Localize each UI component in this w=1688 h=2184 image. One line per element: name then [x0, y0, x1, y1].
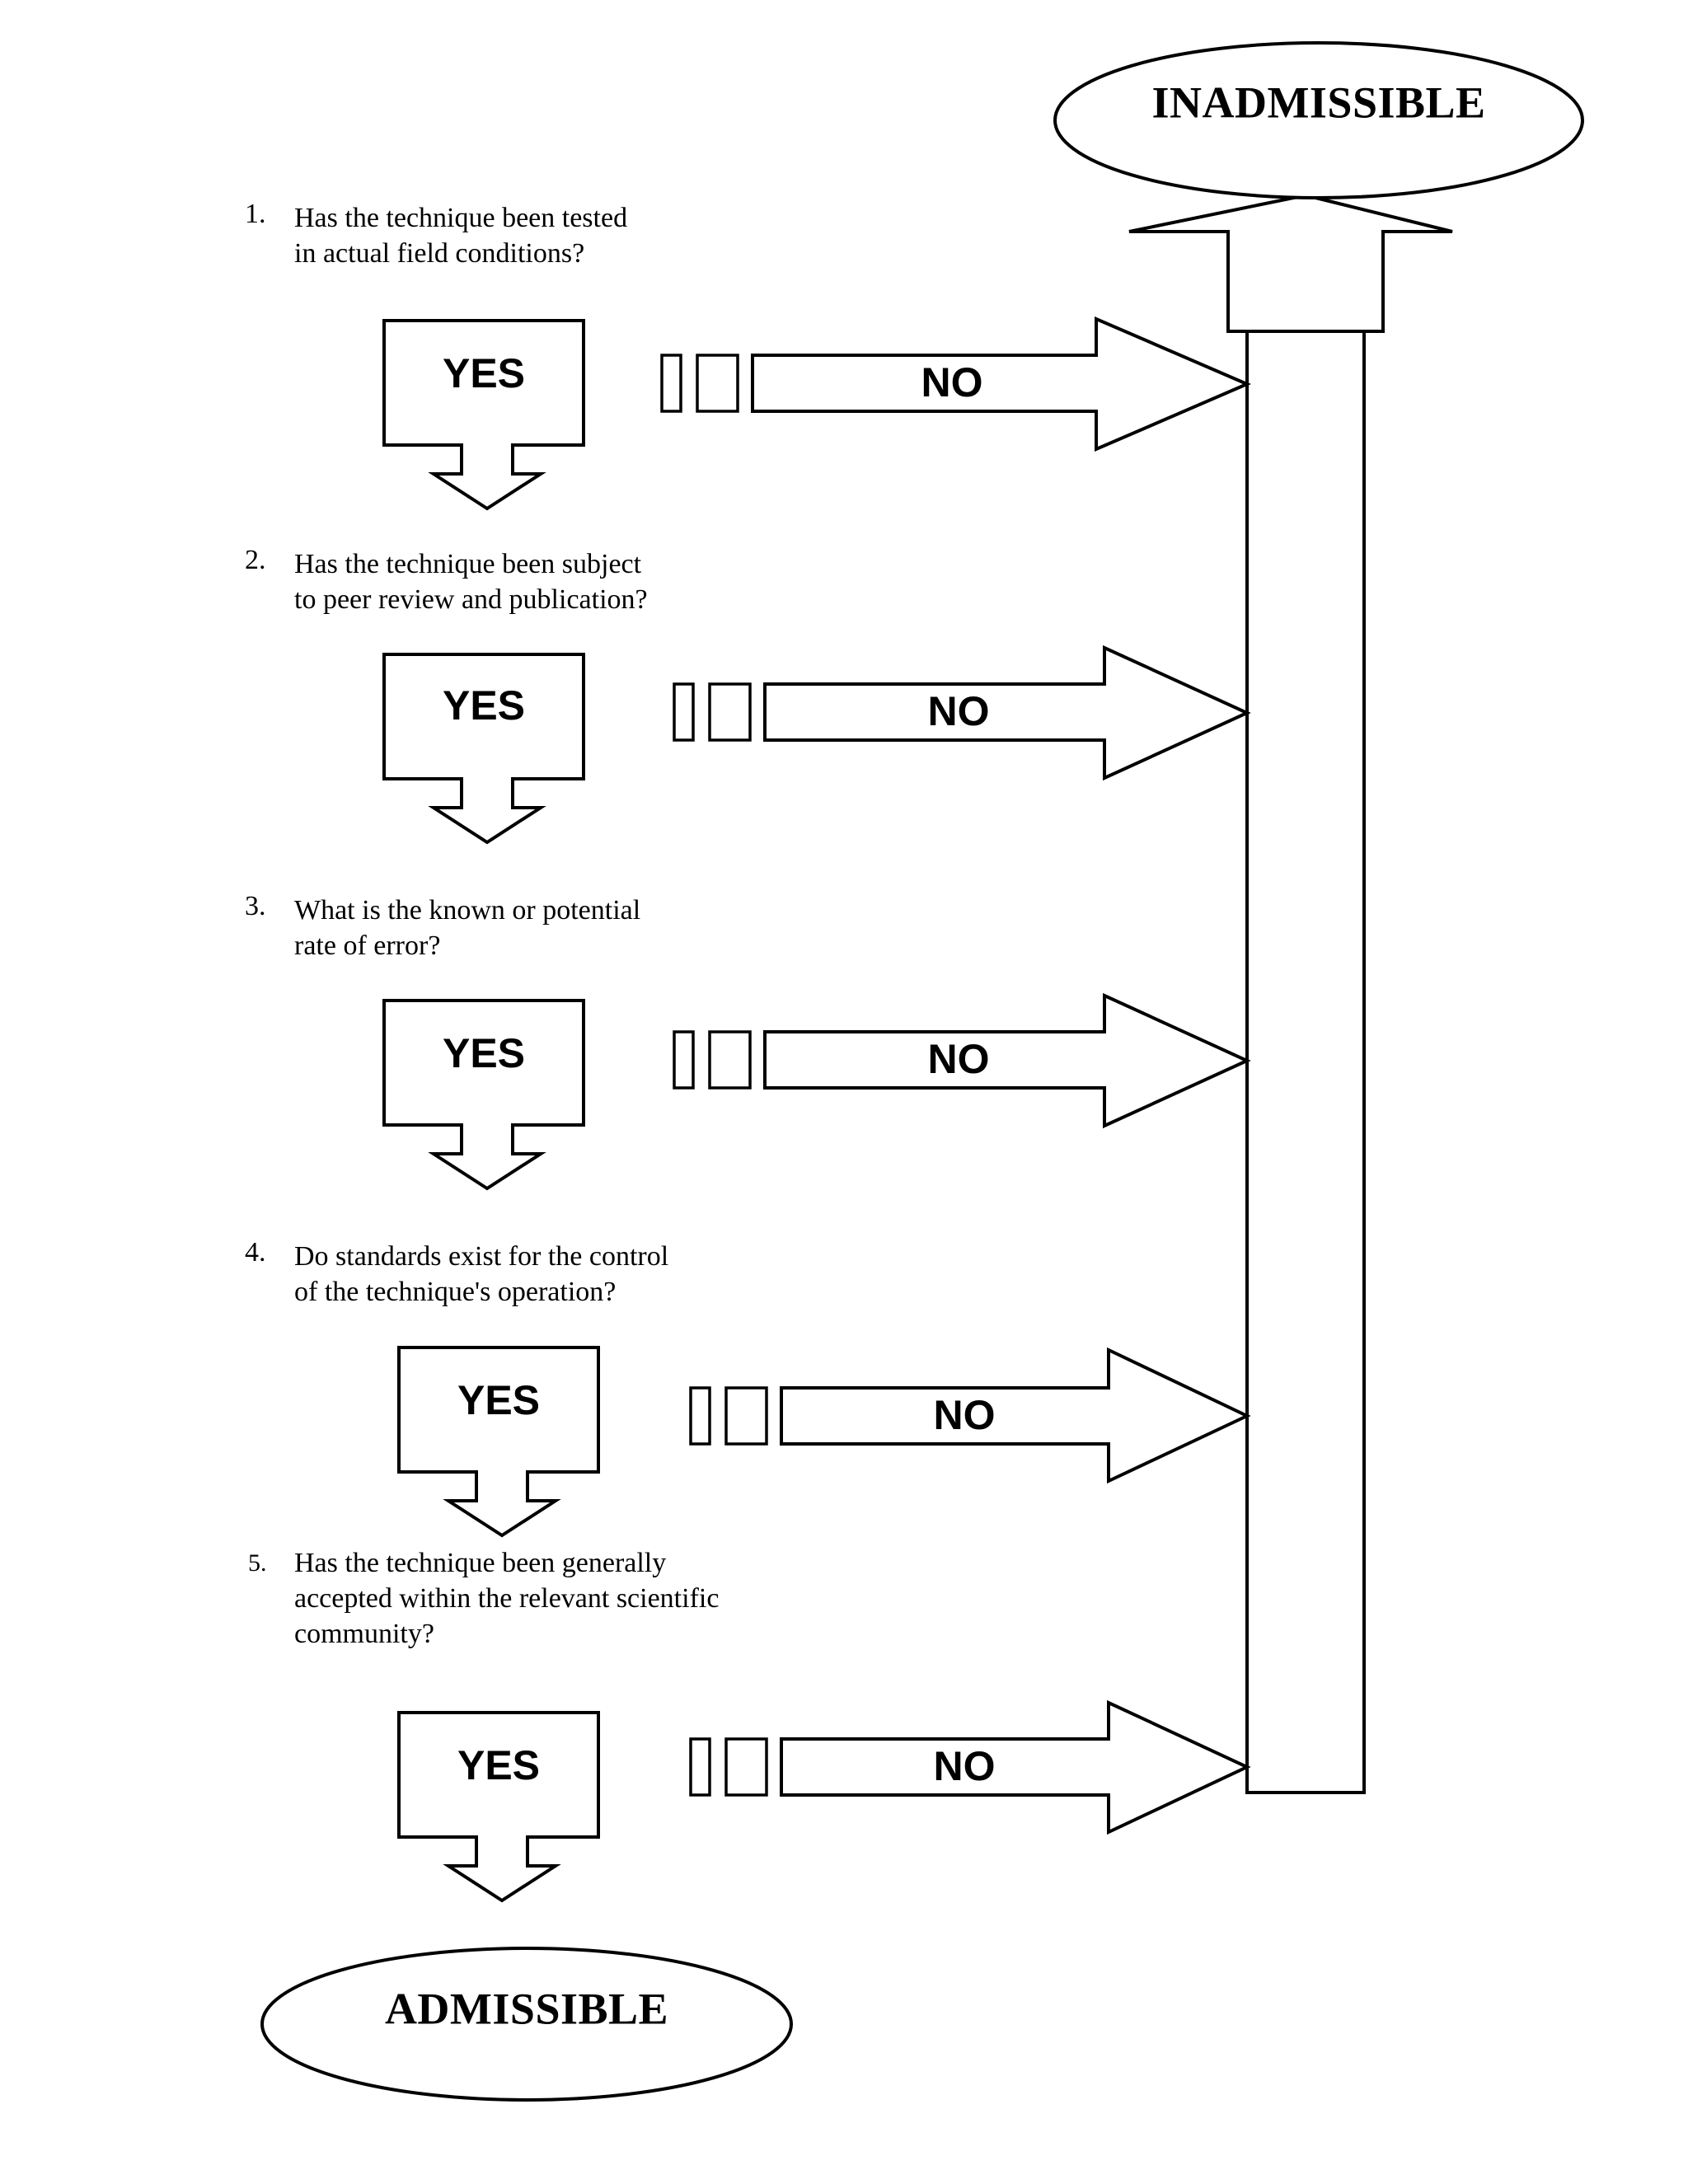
no-tail-bar-1b: [696, 354, 739, 413]
question-number-1: 1.: [245, 199, 266, 229]
no-arrow-3: [763, 992, 1251, 1129]
question-text-2: Has the technique been subject to peer r…: [294, 549, 648, 615]
no-label-5: NO: [934, 1743, 996, 1789]
no-tail-bar-5b: [724, 1737, 768, 1797]
no-arrow-2: [763, 644, 1251, 781]
no-arrow-1: [751, 316, 1252, 452]
no-label-3: NO: [928, 1036, 990, 1082]
no-label-1: NO: [921, 359, 983, 405]
question-text-1: Has the technique been tested in actual …: [294, 203, 628, 269]
no-label-4: NO: [934, 1392, 996, 1438]
no-arrow-4: [780, 1347, 1251, 1484]
no-tail-bar-1a: [660, 354, 682, 413]
yes-box-1: [382, 319, 585, 511]
no-arrow-5: [780, 1699, 1251, 1835]
no-tail-bar-3b: [708, 1030, 752, 1090]
inadmissible-label: INADMISSIBLE: [1151, 77, 1485, 127]
inadmissible-up-arrow: [1128, 193, 1453, 333]
question-text-5: Has the technique been generally accepte…: [294, 1548, 720, 1649]
no-tail-bar-4b: [724, 1386, 768, 1446]
yes-box-4: [397, 1346, 600, 1538]
yes-label-3: YES: [443, 1030, 525, 1076]
question-text-3: What is the known or potential rate of e…: [294, 895, 641, 961]
no-tail-bar-4a: [689, 1386, 711, 1446]
no-tail-bar-3a: [673, 1030, 695, 1090]
yes-label-2: YES: [443, 682, 525, 729]
yes-box-5: [397, 1711, 600, 1903]
admissible-label: ADMISSIBLE: [385, 1984, 668, 2033]
no-trunk-column: [1245, 328, 1366, 1794]
yes-label-4: YES: [457, 1377, 540, 1423]
yes-box-2: [382, 653, 585, 845]
no-tail-bar-2a: [673, 682, 695, 742]
question-number-5: 5.: [248, 1549, 267, 1577]
yes-label-5: YES: [457, 1742, 540, 1788]
yes-label-1: YES: [443, 350, 525, 396]
question-text-4: Do standards exist for the control of th…: [294, 1241, 669, 1307]
question-number-4: 4.: [245, 1237, 266, 1268]
no-tail-bar-5a: [689, 1737, 711, 1797]
question-number-2: 2.: [245, 545, 266, 575]
no-tail-bar-2b: [708, 682, 752, 742]
yes-box-3: [382, 999, 585, 1191]
question-number-3: 3.: [245, 891, 266, 921]
admissible-terminal-ellipse: [260, 1947, 793, 2102]
no-label-2: NO: [928, 688, 990, 734]
inadmissible-terminal-ellipse: [1053, 41, 1584, 199]
